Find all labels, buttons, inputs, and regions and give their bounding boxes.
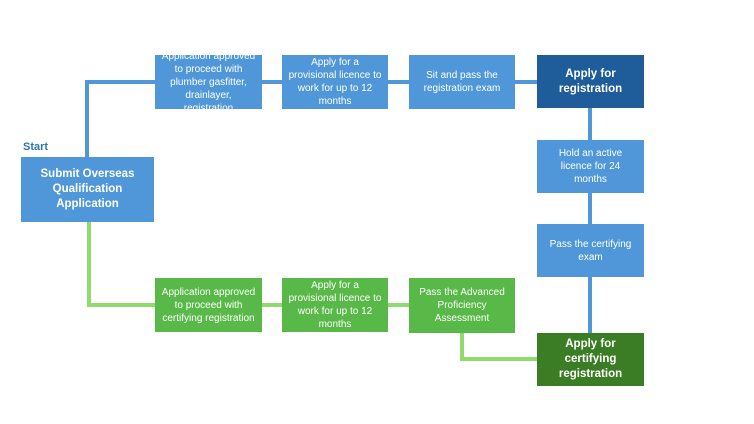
registration-step-provisional-licence: Apply for a provisional licence to work … [282,55,388,109]
connector-cert-step3-to-outcome [460,333,537,361]
certifying-step-provisional-licence: Apply for a provisional licence to work … [282,278,388,332]
registration-step-exam: Sit and pass the registration exam [409,55,515,109]
pass-certifying-exam-box: Pass the certifying exam [537,224,644,277]
connector-start-to-registration [85,80,155,157]
apply-for-certifying-registration-box: Apply for certifying registration [537,333,644,386]
hold-active-licence-box: Hold an active licence for 24 months [537,140,644,193]
certifying-step-approved: Application approved to proceed with cer… [155,278,262,332]
start-label: Start [23,141,49,153]
connector-start-to-certifying [87,222,155,307]
apply-for-registration-box: Apply for registration [537,55,644,108]
registration-step-approved: Application approved to proceed with plu… [155,51,262,114]
certifying-step-proficiency-assessment: Pass the Advanced Proficiency Assessment [409,278,515,333]
submit-application-box: Submit Overseas Qualification Applicatio… [21,157,154,222]
